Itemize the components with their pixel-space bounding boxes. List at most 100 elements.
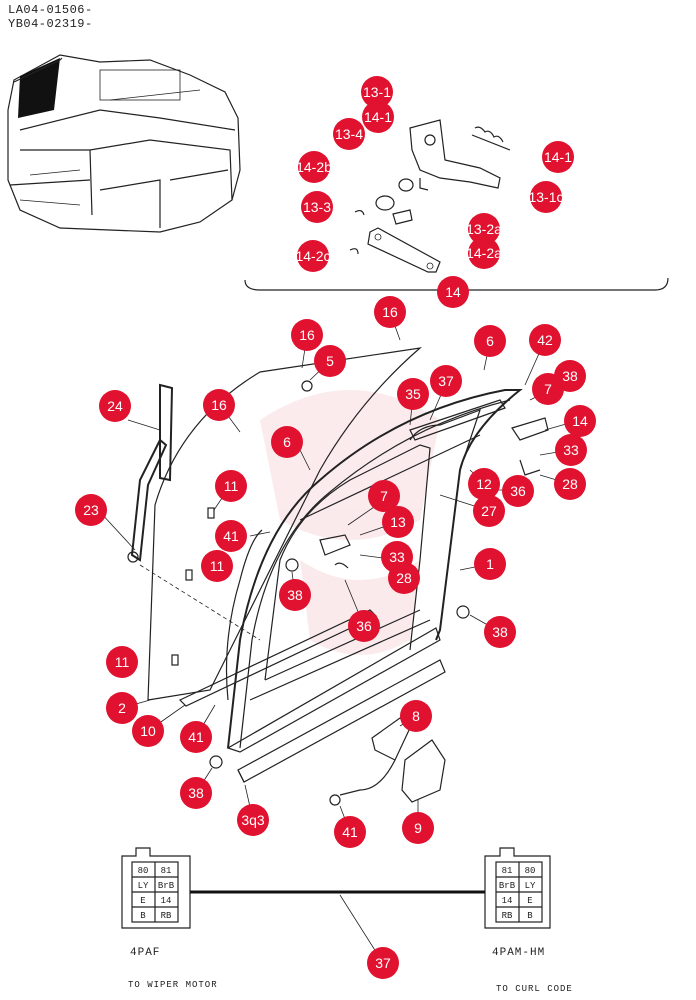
svg-text:13-4: 13-4 <box>335 126 363 142</box>
callout-c36[interactable]: 11 <box>201 550 233 582</box>
svg-text:5: 5 <box>326 353 334 369</box>
callout-c39[interactable]: 38 <box>279 579 311 611</box>
connector-left-name: 4PAF <box>130 947 161 959</box>
svg-text:28: 28 <box>562 476 578 492</box>
callout-c11[interactable]: 14 <box>437 276 469 308</box>
callout-c14[interactable]: 5 <box>314 345 346 377</box>
callout-c23[interactable]: 14 <box>564 405 596 437</box>
callout-c10[interactable]: 14-2a <box>466 237 502 269</box>
callout-c8[interactable]: 13-1c <box>528 181 564 213</box>
conn-right-cell-2: BrB <box>499 881 516 891</box>
callout-c4[interactable]: 14-2b <box>296 151 332 183</box>
conn-left-cell-2: LY <box>138 881 149 891</box>
callout-c1[interactable]: 13-1 <box>361 76 393 108</box>
svg-text:16: 16 <box>299 327 315 343</box>
svg-text:36: 36 <box>510 483 526 499</box>
conn-right-cell-7: B <box>527 911 533 921</box>
callout-c22[interactable]: 38 <box>554 360 586 392</box>
callout-c43[interactable]: 2 <box>106 692 138 724</box>
connector-4paf: 80 81 LY BrB E 14 B RB <box>121 847 191 929</box>
callout-c41[interactable]: 38 <box>484 616 516 648</box>
connector-left-caption: TO WIPER MOTOR <box>128 980 218 990</box>
callout-c20[interactable]: 37 <box>430 365 462 397</box>
callout-c44[interactable]: 8 <box>400 700 432 732</box>
callout-c29[interactable]: 11 <box>215 470 247 502</box>
svg-text:14: 14 <box>445 284 461 300</box>
svg-text:27: 27 <box>481 503 497 519</box>
conn-left-cell-1: 81 <box>161 866 172 876</box>
callout-c26[interactable]: 12 <box>468 468 500 500</box>
callout-c6[interactable]: 14-2c <box>295 240 331 272</box>
svg-text:28: 28 <box>396 570 412 586</box>
callout-c3[interactable]: 13-4 <box>333 118 365 150</box>
callout-c13[interactable]: 16 <box>291 319 323 351</box>
svg-text:33: 33 <box>563 442 579 458</box>
conn-right-cell-5: E <box>527 896 532 906</box>
callout-c24[interactable]: 6 <box>271 426 303 458</box>
svg-text:6: 6 <box>486 333 494 349</box>
callout-c51[interactable]: 37 <box>367 947 399 979</box>
callout-c40[interactable]: 36 <box>348 610 380 642</box>
svg-text:9: 9 <box>414 820 422 836</box>
svg-text:38: 38 <box>188 785 204 801</box>
callout-c18[interactable]: 16 <box>203 389 235 421</box>
callout-c31[interactable]: 27 <box>473 495 505 527</box>
svg-text:37: 37 <box>438 373 454 389</box>
conn-right-cell-0: 81 <box>502 866 513 876</box>
svg-text:13-3: 13-3 <box>303 199 331 215</box>
callout-c9[interactable]: 13-2a <box>466 213 502 245</box>
callout-c33[interactable]: 13 <box>382 506 414 538</box>
callout-c38[interactable]: 1 <box>474 548 506 580</box>
svg-text:16: 16 <box>211 397 227 413</box>
conn-right-cell-6: RB <box>502 911 513 921</box>
svg-text:38: 38 <box>562 368 578 384</box>
svg-text:41: 41 <box>223 528 239 544</box>
callout-c2[interactable]: 14-1 <box>362 101 394 133</box>
svg-text:1: 1 <box>486 556 494 572</box>
callout-c19[interactable]: 35 <box>397 378 429 410</box>
callout-c7[interactable]: 14-1 <box>542 141 574 173</box>
callout-c17[interactable]: 24 <box>99 390 131 422</box>
callout-c45[interactable]: 10 <box>132 715 164 747</box>
callout-c49[interactable]: 41 <box>334 816 366 848</box>
callout-c32[interactable]: 23 <box>75 494 107 526</box>
callout-c16[interactable]: 42 <box>529 324 561 356</box>
svg-text:14-2b: 14-2b <box>296 159 332 175</box>
hinge-detail-group <box>244 119 669 291</box>
svg-text:10: 10 <box>140 723 156 739</box>
conn-right-cell-1: 80 <box>525 866 536 876</box>
svg-text:13-1: 13-1 <box>363 84 391 100</box>
svg-text:16: 16 <box>382 304 398 320</box>
callout-c30[interactable]: 7 <box>368 480 400 512</box>
connector-right-caption: TO CURL CODE <box>496 984 573 994</box>
callout-c34[interactable]: 41 <box>215 520 247 552</box>
callout-c28[interactable]: 36 <box>502 475 534 507</box>
conn-right-cell-4: 14 <box>502 896 513 906</box>
callout-c12[interactable]: 16 <box>374 296 406 328</box>
svg-text:42: 42 <box>537 332 553 348</box>
svg-text:8: 8 <box>412 708 420 724</box>
callout-c42[interactable]: 11 <box>106 646 138 678</box>
callout-c25[interactable]: 33 <box>555 434 587 466</box>
callout-c48[interactable]: 3q3 <box>237 804 269 836</box>
conn-left-cell-4: E <box>140 896 145 906</box>
conn-left-cell-6: B <box>140 911 146 921</box>
callout-c27[interactable]: 28 <box>554 468 586 500</box>
conn-left-cell-7: RB <box>161 911 172 921</box>
connector-4pam-hm: 81 80 BrB LY 14 E RB B <box>484 847 551 929</box>
callout-c46[interactable]: 41 <box>180 721 212 753</box>
svg-text:14-1: 14-1 <box>364 109 392 125</box>
callout-c47[interactable]: 38 <box>180 777 212 809</box>
callout-c37[interactable]: 28 <box>388 562 420 594</box>
svg-text:11: 11 <box>210 558 225 574</box>
callout-c15[interactable]: 6 <box>474 325 506 357</box>
svg-text:7: 7 <box>544 381 552 397</box>
svg-text:24: 24 <box>107 398 123 414</box>
conn-left-cell-0: 80 <box>138 866 149 876</box>
connector-right-name: 4PAM-HM <box>492 947 546 959</box>
svg-text:23: 23 <box>83 502 99 518</box>
callout-c5[interactable]: 13-3 <box>301 191 333 223</box>
svg-text:38: 38 <box>287 587 303 603</box>
callout-c50[interactable]: 9 <box>402 812 434 844</box>
